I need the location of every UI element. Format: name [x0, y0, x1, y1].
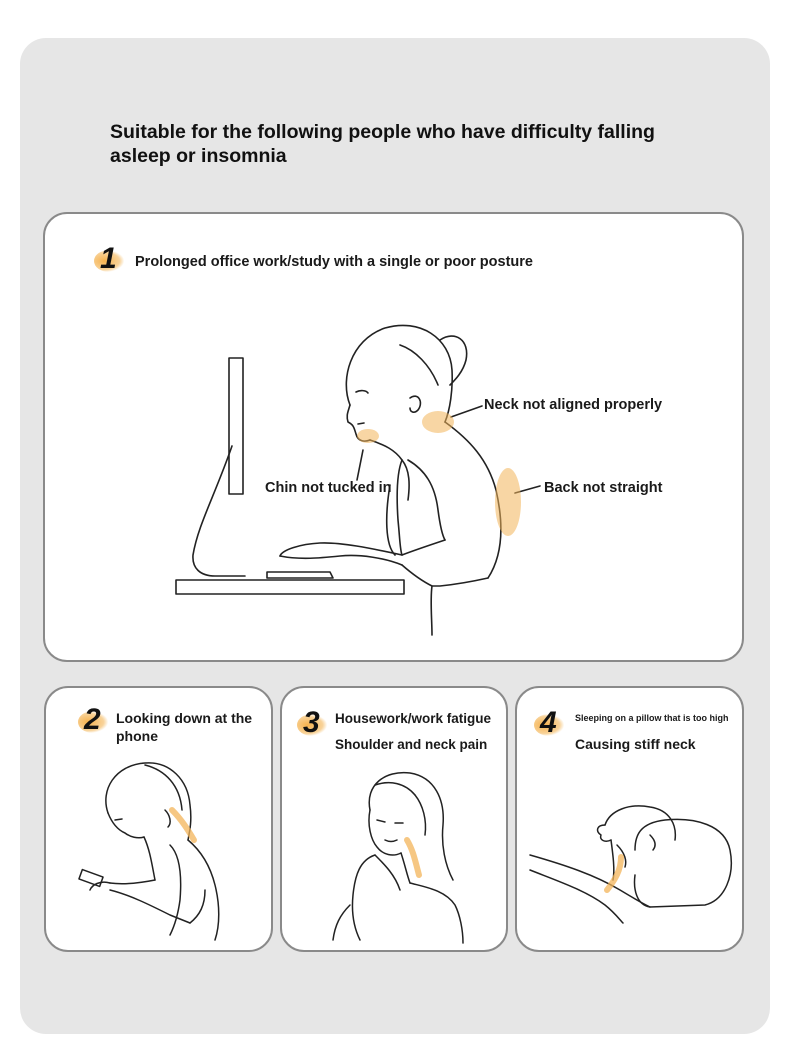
fatigue-illustration: [332, 771, 464, 944]
phone-posture-illustration: [78, 762, 220, 941]
page-title: Suitable for the following people who ha…: [110, 121, 655, 167]
high-pillow-illustration: [529, 805, 732, 924]
case-subtitle-3: Shoulder and neck pain: [335, 737, 488, 752]
annotation-neck: Neck not aligned properly: [484, 397, 663, 413]
case-card-2: [44, 686, 273, 952]
case-number-4: 4: [534, 706, 580, 742]
case-title-1: Prolonged office work/study with a singl…: [135, 254, 533, 270]
case-subtitle-4: Causing stiff neck: [575, 736, 696, 752]
case-number-1: 1: [94, 242, 140, 278]
case-number-3: 3: [297, 706, 343, 742]
annotation-chin: Chin not tucked in: [265, 480, 392, 496]
office-posture-illustration: [175, 324, 541, 636]
case-number-2: 2: [78, 703, 124, 739]
annotation-back: Back not straight: [544, 480, 663, 496]
case-title-3: Housework/work fatigue: [335, 711, 492, 726]
case-card-1: [43, 212, 744, 662]
case-title-4: Sleeping on a pillow that is too high: [575, 713, 729, 723]
case-title-2: Looking down at the phone: [116, 710, 253, 744]
